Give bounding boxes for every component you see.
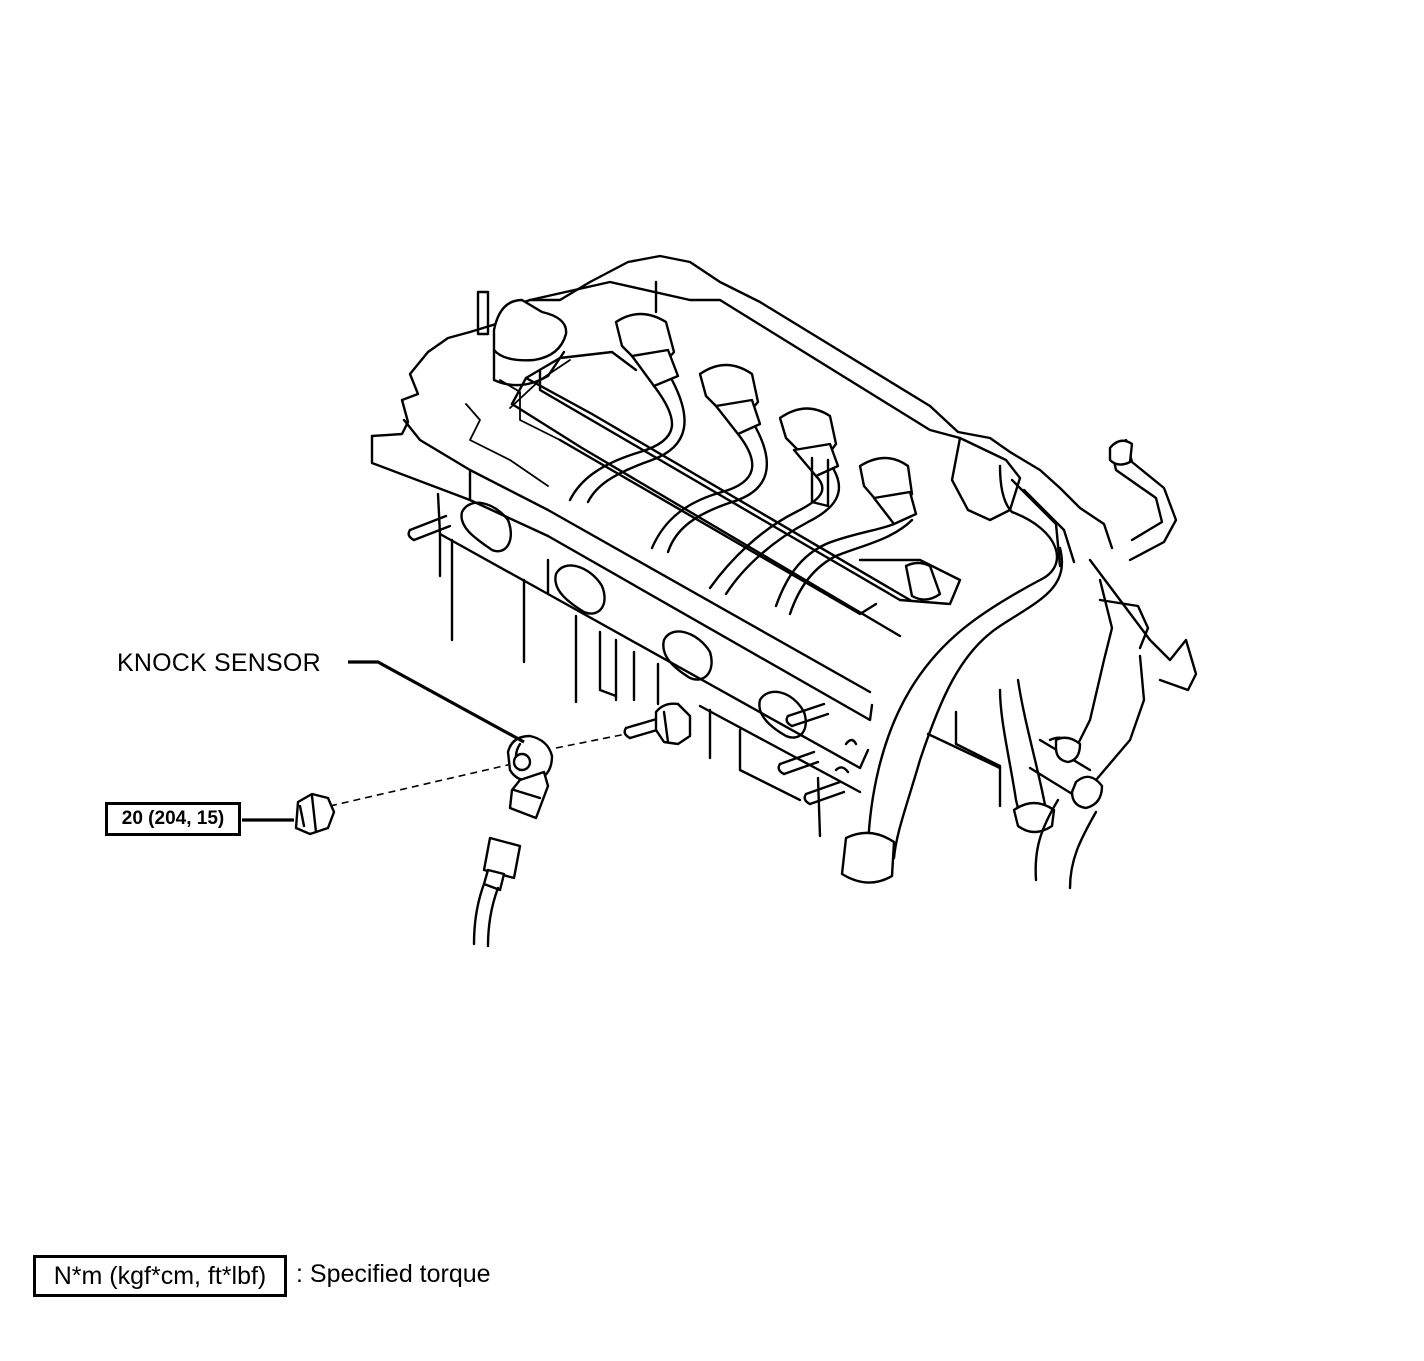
- cylinder-head-cover: [370, 254, 1114, 722]
- knock-sensor: [506, 734, 554, 820]
- knock-sensor-leader: [348, 660, 525, 744]
- torque-legend-description: : Specified torque: [296, 1260, 491, 1288]
- knock-sensor-label: KNOCK SENSOR: [117, 649, 321, 677]
- water-hoses: [840, 436, 1198, 890]
- knock-sensor-nut: [294, 792, 336, 836]
- oil-filler-area: [476, 290, 568, 387]
- knock-sensor-stud: [623, 702, 692, 746]
- torque-spec-box: 20 (204, 15): [105, 802, 241, 836]
- torque-unit-legend-box: N*m (kgf*cm, ft*lbf): [33, 1255, 287, 1297]
- cylinder-head-face: [407, 492, 870, 838]
- ignition-coils: [568, 312, 918, 616]
- assembly-line: [329, 733, 627, 807]
- knock-sensor-wire: [472, 836, 522, 948]
- spark-plug-channel: [510, 350, 912, 638]
